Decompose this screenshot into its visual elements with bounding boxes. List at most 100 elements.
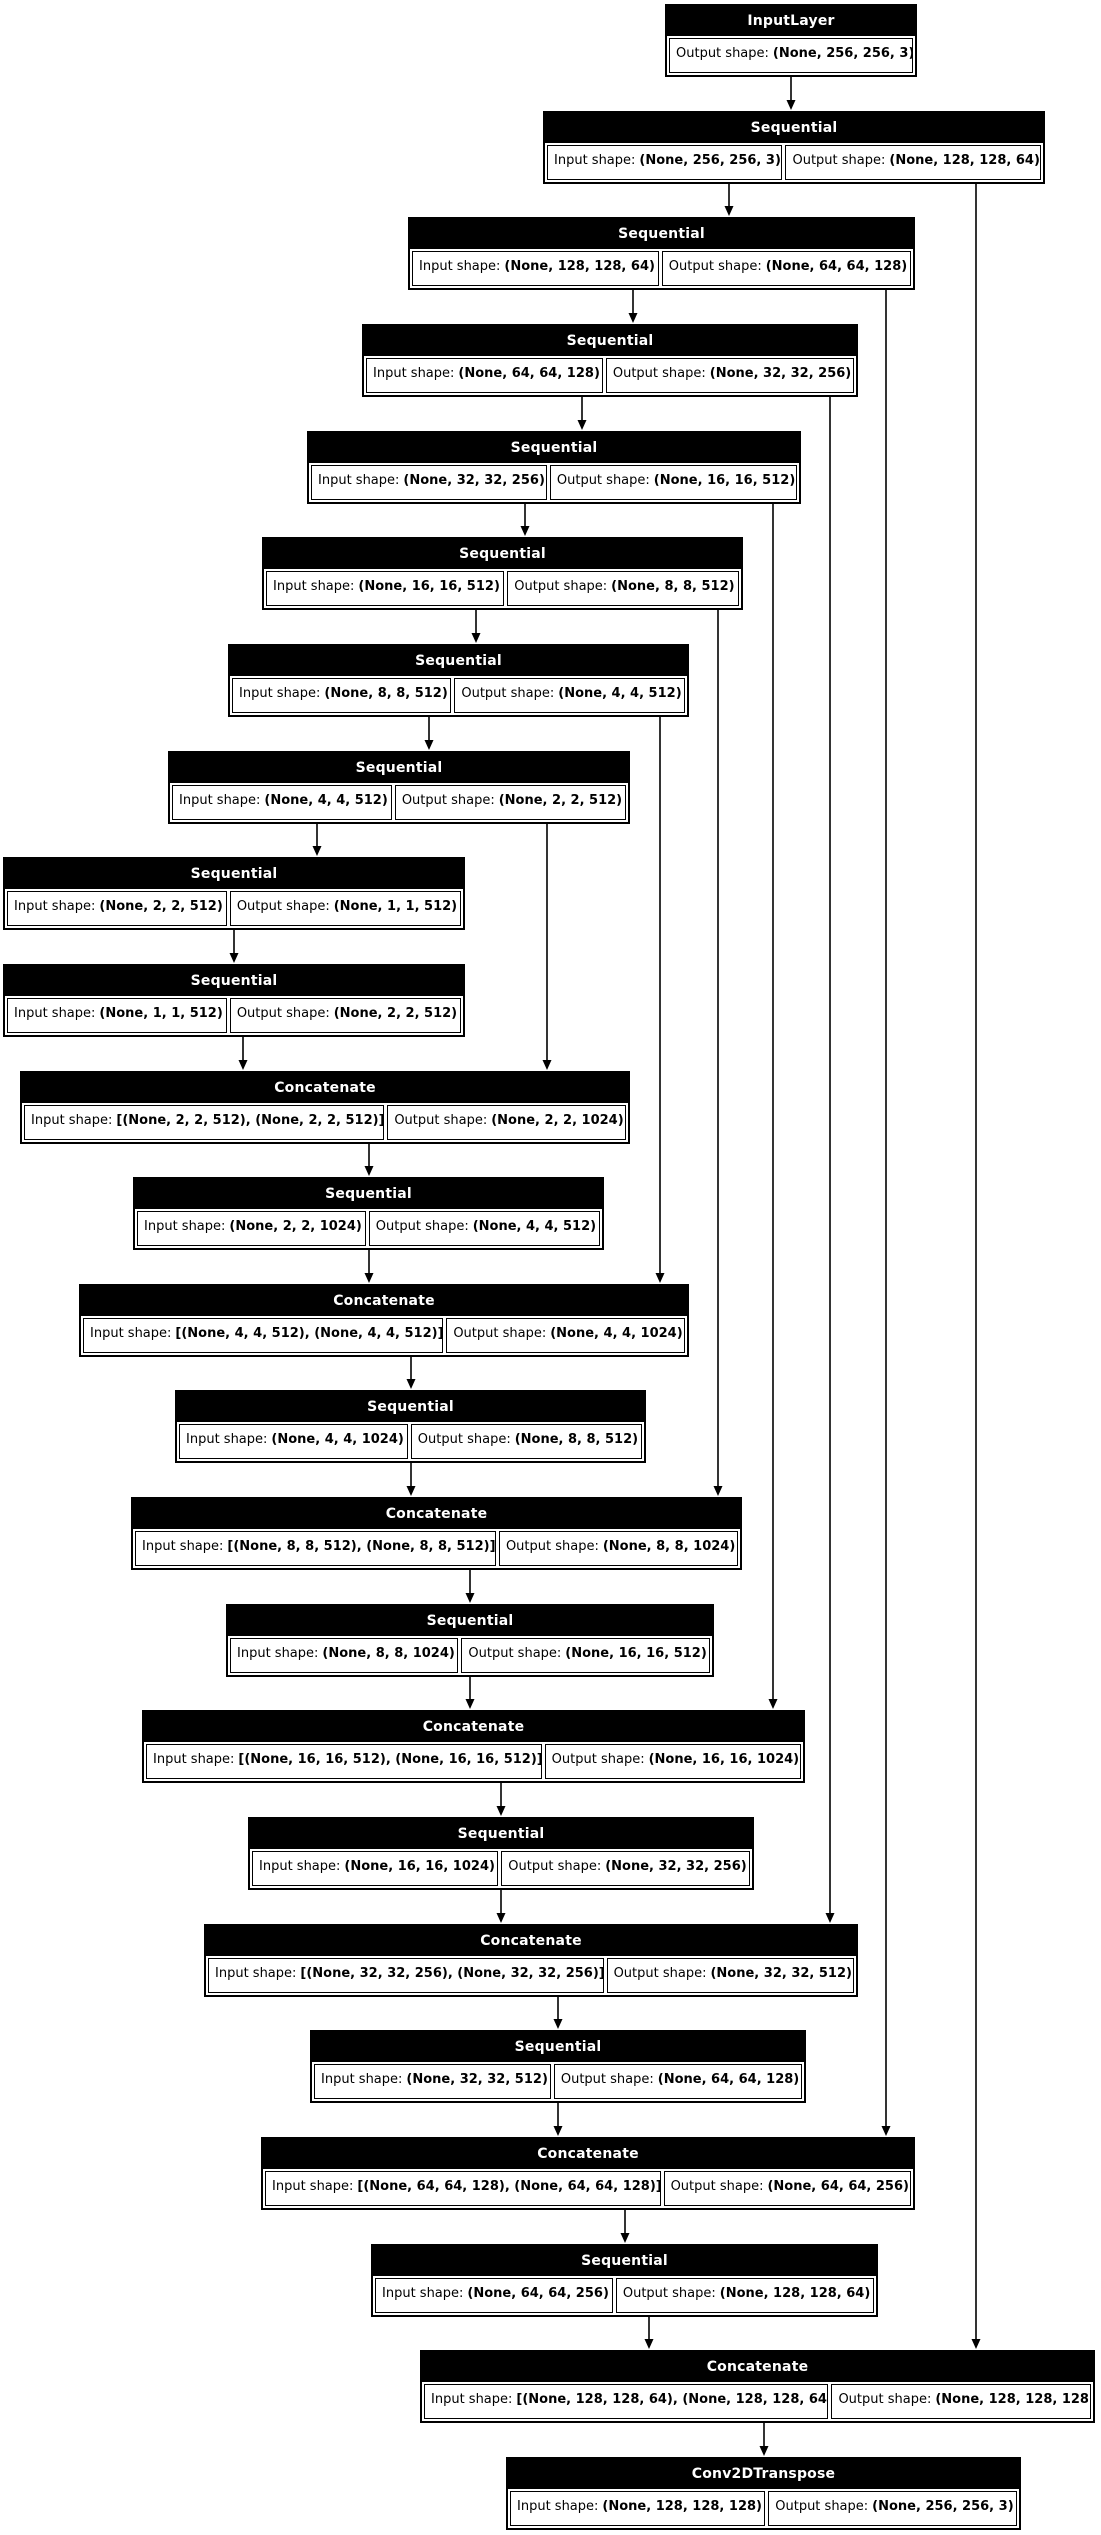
output-shape-value: (None, 16, 16, 1024) xyxy=(648,1752,800,1767)
edge-arrowhead xyxy=(620,2233,630,2243)
output-shape-cell: Output shape:(None, 64, 64, 256) xyxy=(663,2171,911,2206)
layer-shapes-row: Input shape:(None, 64, 64, 128)Output sh… xyxy=(364,356,856,395)
input-shape-cell: Input shape:(None, 16, 16, 1024) xyxy=(252,1851,499,1886)
layer-type-label: Sequential xyxy=(312,2032,804,2062)
layer-shapes-row: Input shape:(None, 32, 32, 256)Output sh… xyxy=(309,463,799,502)
output-shape-value: (None, 2, 2, 512) xyxy=(498,793,623,808)
input-shape-cell: Input shape:[(None, 2, 2, 512), (None, 2… xyxy=(24,1105,385,1140)
input-shape-cell: Input shape:[(None, 8, 8, 512), (None, 8… xyxy=(135,1531,496,1566)
input-shape-value: (None, 2, 2, 512) xyxy=(99,899,223,914)
edge-arrowhead xyxy=(520,526,530,536)
input-shape-value: (None, 64, 64, 256) xyxy=(467,2286,609,2301)
output-shape-prefix: Output shape: xyxy=(556,473,650,488)
output-shape-prefix: Output shape: xyxy=(236,1006,330,1021)
output-shape-cell: Output shape:(None, 2, 2, 1024) xyxy=(387,1105,626,1140)
output-shape-value: (None, 8, 8, 512) xyxy=(514,1432,639,1447)
output-shape-prefix: Output shape: xyxy=(612,366,706,381)
input-shape-prefix: Input shape: xyxy=(215,1966,297,1981)
layer-type-label: Sequential xyxy=(5,859,463,889)
output-shape-cell: Output shape:(None, 256, 256, 3) xyxy=(669,38,913,73)
edge-arrowhead xyxy=(406,1379,416,1389)
layer-shapes-row: Input shape:(None, 2, 2, 1024)Output sha… xyxy=(135,1209,602,1248)
output-shape-value: (None, 128, 128, 64) xyxy=(719,2286,871,2301)
layer-type-label: Sequential xyxy=(373,2246,876,2276)
edge-arrowhead xyxy=(881,2126,891,2136)
input-shape-prefix: Input shape: xyxy=(144,1219,226,1234)
edge-arrowhead xyxy=(471,633,481,643)
input-shape-cell: Input shape:(None, 4, 4, 512) xyxy=(172,785,392,820)
layer-shapes-row: Input shape:(None, 2, 2, 512)Output shap… xyxy=(5,889,463,928)
layer-shapes-row: Input shape:(None, 128, 128, 64)Output s… xyxy=(410,249,913,288)
output-shape-cell: Output shape:(None, 128, 128, 128) xyxy=(831,2384,1091,2419)
output-shape-cell: Output shape:(None, 8, 8, 512) xyxy=(507,571,739,606)
input-shape-value: [(None, 8, 8, 512), (None, 8, 8, 512)] xyxy=(227,1539,496,1554)
output-shape-cell: Output shape:(None, 128, 128, 64) xyxy=(615,2278,874,2313)
layer-type-label: Concatenate xyxy=(22,1073,628,1103)
layer-type-label: Sequential xyxy=(5,966,463,996)
output-shape-cell: Output shape:(None, 2, 2, 512) xyxy=(394,785,626,820)
layer-shapes-row: Input shape:(None, 4, 4, 1024)Output sha… xyxy=(177,1422,644,1461)
input-shape-prefix: Input shape: xyxy=(153,1752,235,1767)
output-shape-prefix: Output shape: xyxy=(670,2179,764,2194)
input-shape-prefix: Input shape: xyxy=(237,1646,319,1661)
edge-arrowhead xyxy=(542,1060,552,1070)
output-shape-prefix: Output shape: xyxy=(838,2392,932,2407)
output-shape-value: (None, 8, 8, 512) xyxy=(611,579,735,594)
output-shape-prefix: Output shape: xyxy=(514,579,608,594)
input-shape-cell: Input shape:(None, 256, 256, 3) xyxy=(547,145,783,180)
input-shape-cell: Input shape:(None, 2, 2, 512) xyxy=(7,891,227,926)
output-shape-value: (None, 32, 32, 256) xyxy=(605,1859,747,1874)
edge-arrowhead xyxy=(825,1913,835,1923)
layer-shapes-row: Input shape:[(None, 8, 8, 512), (None, 8… xyxy=(133,1529,740,1568)
output-shape-value: (None, 128, 128, 128) xyxy=(935,2392,1091,2407)
output-shape-value: (None, 64, 64, 256) xyxy=(767,2179,909,2194)
output-shape-cell: Output shape:(None, 64, 64, 128) xyxy=(661,251,911,286)
input-shape-prefix: Input shape: xyxy=(273,579,355,594)
output-shape-cell: Output shape:(None, 64, 64, 128) xyxy=(553,2064,802,2099)
input-shape-value: (None, 4, 4, 1024) xyxy=(271,1432,404,1447)
output-shape-prefix: Output shape: xyxy=(613,1966,707,1981)
layer-shapes-row: Input shape:[(None, 64, 64, 128), (None,… xyxy=(263,2169,913,2208)
output-shape-prefix: Output shape: xyxy=(508,1859,602,1874)
layer-type-label: Sequential xyxy=(364,326,856,356)
input-shape-cell: Input shape:[(None, 4, 4, 512), (None, 4… xyxy=(83,1318,444,1353)
output-shape-cell: Output shape:(None, 32, 32, 256) xyxy=(501,1851,750,1886)
input-shape-cell: Input shape:[(None, 32, 32, 256), (None,… xyxy=(208,1958,604,1993)
output-shape-prefix: Output shape: xyxy=(551,1752,645,1767)
input-shape-prefix: Input shape: xyxy=(373,366,455,381)
output-shape-value: (None, 64, 64, 128) xyxy=(765,259,908,274)
edge-arrowhead xyxy=(971,2339,981,2349)
output-shape-prefix: Output shape: xyxy=(792,153,886,168)
output-shape-cell: Output shape:(None, 4, 4, 1024) xyxy=(446,1318,685,1353)
layer-type-label: Concatenate xyxy=(81,1286,687,1316)
layer-shapes-row: Input shape:(None, 1, 1, 512)Output shap… xyxy=(5,996,463,1035)
input-shape-value: [(None, 32, 32, 256), (None, 32, 32, 256… xyxy=(300,1966,604,1981)
input-shape-value: (None, 16, 16, 1024) xyxy=(344,1859,495,1874)
input-shape-value: [(None, 16, 16, 512), (None, 16, 16, 512… xyxy=(238,1752,542,1767)
input-shape-value: (None, 8, 8, 1024) xyxy=(322,1646,455,1661)
input-shape-prefix: Input shape: xyxy=(179,793,261,808)
layer-shapes-row: Input shape:(None, 16, 16, 1024)Output s… xyxy=(250,1849,752,1888)
edge-arrowhead xyxy=(644,2339,654,2349)
output-shape-cell: Output shape:(None, 16, 16, 512) xyxy=(461,1638,710,1673)
input-shape-prefix: Input shape: xyxy=(272,2179,354,2194)
input-shape-value: (None, 32, 32, 512) xyxy=(406,2072,548,2087)
layer-shapes-row: Input shape:(None, 64, 64, 256)Output sh… xyxy=(373,2276,876,2315)
input-shape-value: [(None, 64, 64, 128), (None, 64, 64, 128… xyxy=(357,2179,661,2194)
layer-shapes-row: Input shape:(None, 8, 8, 512)Output shap… xyxy=(230,676,687,715)
edge-arrowhead xyxy=(553,2126,563,2136)
layer-type-label: InputLayer xyxy=(667,6,915,36)
input-shape-prefix: Input shape: xyxy=(318,473,400,488)
layer-shapes-row: Input shape:[(None, 16, 16, 512), (None,… xyxy=(144,1742,803,1781)
